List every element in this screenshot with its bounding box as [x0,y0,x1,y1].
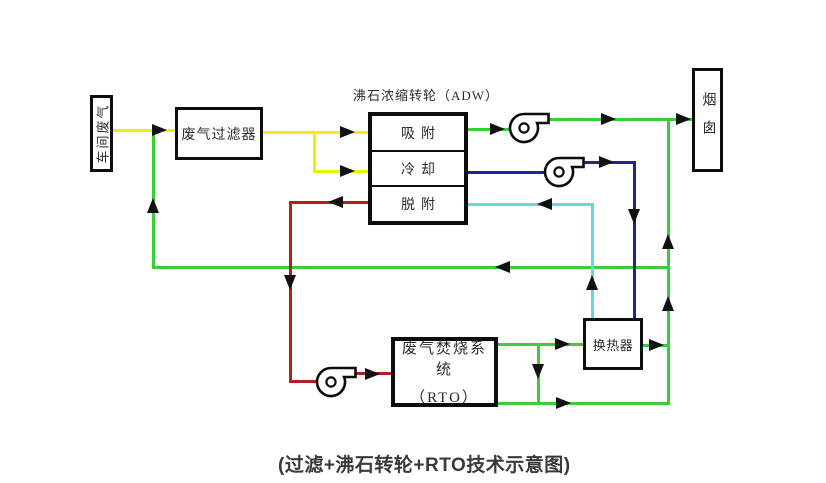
flow-line [667,119,670,404]
rto-label-line1: 废气焚烧系统 [401,341,487,378]
flow-arrow [649,339,664,351]
flow-arrow [601,113,616,125]
rto-label-line2: （RTO） [410,390,479,406]
flow-arrow [555,338,570,350]
flow-arrow [152,124,167,136]
rto-incinerator-box: 废气焚烧系统 （RTO） [391,337,498,407]
flow-arrow [147,198,159,213]
flow-arrow [340,126,355,138]
rto-feed-fan-icon [315,366,357,398]
flow-line [591,203,594,318]
zeolite-wheel-title: 沸石浓缩转轮（ADW） [353,88,500,103]
exhaust-filter-box: 废气过滤器 [175,107,263,160]
heat-exchanger-box: 换热器 [583,318,643,370]
wheel-row-desorption: 脱附 [401,198,441,214]
flow-arrow [365,368,380,380]
flow-arrow [586,275,598,290]
cooling-outlet-fan-icon [543,156,585,188]
flow-arrow [556,397,571,409]
exhaust-filter-label: 废气过滤器 [181,127,257,143]
flow-line [633,161,636,318]
flow-arrow [284,275,296,290]
flow-arrow [599,156,614,168]
flow-arrow [676,113,691,125]
chimney-box: 烟囱 [692,68,723,172]
flow-line [468,203,594,206]
flow-line [113,129,175,132]
flow-line [289,201,292,383]
flow-line [497,343,583,346]
flow-arrow [662,296,674,311]
flow-arrow [662,234,674,249]
adsorption-outlet-fan-icon [508,112,550,144]
flow-line [468,171,545,174]
flow-line [289,380,317,383]
flow-line [497,402,670,405]
flow-line [546,118,692,121]
flow-arrow [328,196,343,208]
flow-arrow [495,261,510,273]
wheel-row-adsorption: 吸附 [372,116,464,152]
flow-line [313,131,316,172]
flow-line [152,266,670,269]
workshop-exhaust-box: 车间废气 [90,95,113,172]
flow-arrow [340,165,355,177]
workshop-exhaust-label: 车间废气 [95,103,111,164]
diagram-caption: (过滤+沸石转轮+RTO技术示意图) [278,455,571,476]
flow-arrow [490,123,505,135]
heat-exchanger-label: 换热器 [592,337,634,353]
chimney-label: 烟囱 [700,92,716,148]
flow-arrow [532,364,544,379]
flow-line [468,128,511,131]
flow-arrow [537,198,552,210]
flow-arrow [628,209,640,224]
wheel-row-cooling: 冷却 [372,152,464,188]
zeolite-wheel-box: 吸附 冷却 脱附 [368,112,468,225]
